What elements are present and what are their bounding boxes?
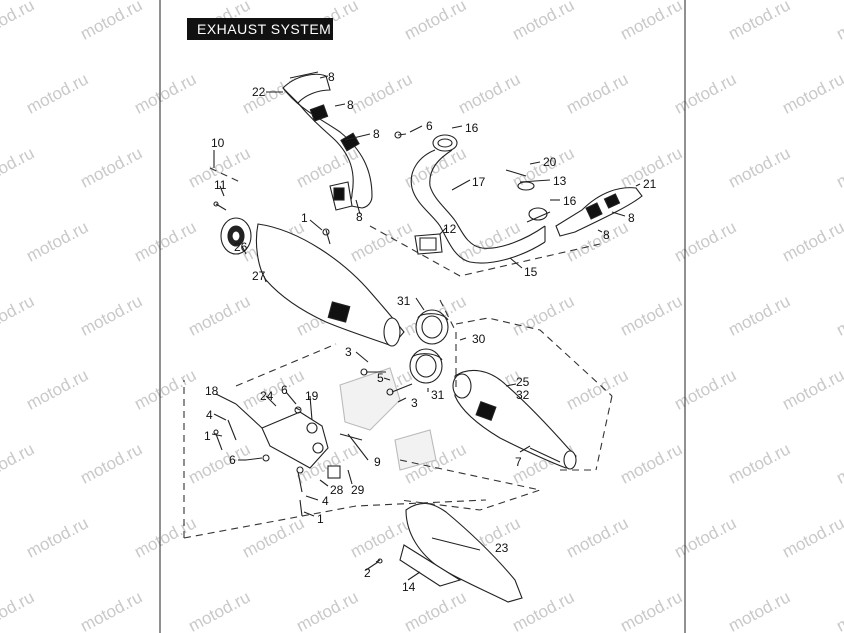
callout-24: 24 — [260, 389, 274, 403]
callout-1: 1 — [301, 211, 308, 225]
callout-17: 17 — [472, 175, 486, 189]
callout-14: 14 — [402, 580, 416, 594]
muffler-coupler-lower — [409, 348, 443, 384]
parts-group — [183, 71, 643, 603]
callout-16: 16 — [465, 121, 479, 135]
callout-6: 6 — [426, 119, 433, 133]
callout-30: 30 — [472, 332, 486, 346]
callout-8: 8 — [628, 211, 635, 225]
callout-8: 8 — [328, 70, 335, 84]
front-header-pipe — [410, 134, 551, 264]
callout-8: 8 — [347, 98, 354, 112]
rear-muffler-shell — [399, 502, 523, 603]
muffler-coupler-upper — [415, 309, 449, 345]
callout-32: 32 — [516, 388, 530, 402]
front-muffler — [452, 369, 577, 470]
rear-muffler-shield — [255, 223, 405, 347]
callout-13: 13 — [553, 174, 567, 188]
callout-8: 8 — [373, 127, 380, 141]
callout-7: 7 — [515, 455, 522, 469]
gaskets — [505, 169, 535, 191]
rear-header-pipe — [282, 71, 373, 211]
callout-21: 21 — [643, 177, 657, 191]
callout-27: 27 — [252, 269, 266, 283]
leader-lines — [211, 75, 641, 581]
callout-labels: 8 22 8 8 8 6 16 17 20 13 16 21 8 8 12 15… — [204, 70, 657, 594]
callout-3: 3 — [411, 396, 418, 410]
callout-22: 22 — [252, 85, 266, 99]
frame-bracket-ghost — [339, 367, 437, 471]
callout-18: 18 — [205, 384, 219, 398]
callout-26: 26 — [234, 240, 248, 254]
callout-4: 4 — [322, 494, 329, 508]
callout-28: 28 — [330, 483, 344, 497]
muffler-end-cap — [220, 217, 252, 255]
callout-8: 8 — [356, 210, 363, 224]
callout-1: 1 — [204, 429, 211, 443]
callout-5: 5 — [377, 371, 384, 385]
mounting-bracket — [227, 403, 329, 469]
page-title: EXHAUST SYSTEM — [187, 18, 333, 40]
callout-10: 10 — [211, 136, 225, 150]
reference-lines — [183, 167, 613, 539]
callout-3: 3 — [345, 345, 352, 359]
fasteners — [213, 131, 413, 564]
callout-19: 19 — [305, 389, 319, 403]
callout-11: 11 — [214, 178, 227, 192]
callout-23: 23 — [495, 541, 509, 555]
callout-20: 20 — [543, 155, 557, 169]
callout-31: 31 — [431, 388, 445, 402]
callout-16: 16 — [563, 194, 577, 208]
callout-1: 1 — [317, 512, 324, 526]
front-heat-shield — [555, 187, 643, 237]
callout-6: 6 — [281, 383, 288, 397]
callout-25: 25 — [516, 375, 530, 389]
callout-4: 4 — [206, 408, 213, 422]
callout-6: 6 — [229, 453, 236, 467]
callout-8: 8 — [603, 228, 610, 242]
callout-9: 9 — [374, 455, 381, 469]
callout-29: 29 — [351, 483, 365, 497]
callout-31: 31 — [397, 294, 411, 308]
callout-2: 2 — [364, 566, 371, 580]
callout-12: 12 — [443, 222, 457, 236]
callout-15: 15 — [524, 265, 538, 279]
